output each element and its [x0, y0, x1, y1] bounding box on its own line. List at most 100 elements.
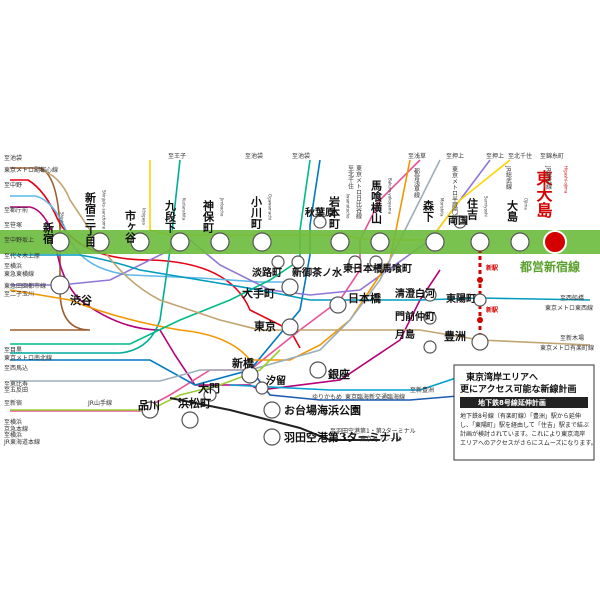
station-circle-ryogoku [453, 215, 467, 229]
dest-left-3: 至都庁前 [4, 206, 28, 214]
new-station-marker-2 [477, 317, 483, 323]
label-akihabara: 秋葉原 [305, 206, 335, 219]
station-circle-bakuro-yokoyama [370, 232, 390, 252]
dest-top-8: 東京メトロ半蔵門線 [451, 165, 458, 220]
note-title-2: 更にアクセス可能な新線計画 [460, 383, 577, 395]
dest-left-16: 至五反田 [4, 386, 28, 394]
label-hamamatsucho: 浜松町 [178, 396, 211, 410]
station-circle-higashi-ojima [543, 230, 567, 254]
note-subtitle: 地下鉄8号線延伸計画 [478, 398, 546, 407]
shinjuku-line-name: 都営新宿線 [519, 259, 580, 274]
station-circle-shiodome [255, 381, 269, 395]
line-monorail [169, 397, 380, 441]
station-circle-shinjuku [50, 232, 70, 252]
note-body-1: し、「東陽町」駅を経由して「住吉」駅まで結ぶ [460, 421, 589, 429]
note-title-1: 東京湾岸エリアへ [466, 371, 538, 383]
label-iwamotocho: 岩本町 [328, 195, 342, 230]
label-shimbashi: 新橋 [232, 356, 255, 370]
station-circle-sumiyoshi [470, 232, 490, 252]
station-circle-shin-ochanomizu [291, 255, 305, 269]
romaji-kudanshita: Kudanshita [182, 198, 187, 221]
romaji-jimbocho: Jimbocho [220, 197, 225, 217]
note-body-3: エリアへのアクセスがさらにスムーズになります。 [460, 439, 597, 447]
label-sumiyoshi: 住吉 [466, 197, 479, 221]
station-circle-higashi-nihombashi [348, 255, 362, 269]
label-higashi-ojima: 東大島 [534, 169, 553, 219]
other-stations [50, 215, 489, 446]
dest-left-2: 至中野 [4, 181, 22, 189]
dest-left-20: 至横浜 [4, 431, 22, 439]
new-station-label-1: 新駅 [486, 264, 499, 272]
dest-left-0: 至池袋 [4, 154, 22, 162]
line-namboku [10, 159, 181, 354]
dest-top-7: 至押上 [446, 152, 464, 160]
other-labels: 秋葉原 両国 淡路町 新御茶ノ水 東日本橋 馬喰町 大手町 日本橋 清澄白河 門… [70, 206, 476, 444]
dest-left-7: 至横浜 [4, 262, 22, 270]
dest-top-12: 至錦糸町 [540, 152, 564, 160]
dest-left-21: JR東海道本線 [3, 438, 40, 446]
label-shinjuku-sanchome: 新宿三丁目 [84, 191, 97, 248]
station-circle-ginza [309, 361, 327, 379]
station-circle-akihabara [313, 215, 327, 229]
line-yurakucho [39, 169, 591, 346]
shinjuku-line-stations [50, 232, 530, 252]
label-bakurocho: 馬喰町 [382, 262, 412, 275]
station-circle-ogawamachi [252, 232, 272, 252]
label-otemachi: 大手町 [242, 286, 275, 300]
station-circle-tokyo [281, 318, 299, 336]
station-circle-toyocho [473, 293, 487, 307]
station-circle-monzen [423, 311, 437, 325]
label-toyocho: 東陽町 [446, 292, 476, 305]
label-odaiba: お台場海浜公園 [284, 403, 361, 417]
station-circle-odaiba [263, 401, 281, 419]
dest-left-4: 至笹塚 [4, 221, 22, 229]
romaji-shinjuku-sanchome: Shinjuku-sanchome [102, 190, 107, 230]
dest-top-13: JR総武線 [545, 165, 552, 190]
dest-top-9: 至押上 [486, 152, 504, 160]
note-body-2: 計画が検討されています。これにより東京湾岸 [460, 430, 585, 438]
shinjuku-line-labels: 新宿 新宿三丁目 市ヶ谷 九段下 神保町 小川町 岩本町 馬喰横山 森下 住吉 … [42, 169, 553, 248]
dest-top-1: 至池袋 [245, 152, 263, 160]
label-haneda-t3: 羽田空港第3ターミナル [284, 430, 402, 444]
romaji-iwamotocho: Iwamotocho [346, 194, 351, 219]
station-circle-tsukishima [423, 340, 437, 354]
label-toyosu: 豊洲 [444, 329, 466, 343]
dest-bottom-1: 東京モノレール [360, 435, 402, 443]
dest-left-18: 京急本線 [4, 425, 28, 433]
station-circle-shinjuku-sanchome [90, 232, 110, 252]
label-bakuro-yokoyama: 馬喰横山 [370, 180, 383, 225]
romaji-ojima: Ojima [524, 198, 529, 210]
dest-left-19: JR山手線 [87, 399, 112, 407]
label-nihombashi: 日本橋 [348, 291, 382, 305]
romaji-higashi-ojima: Higashi-ojima [564, 166, 569, 194]
station-circle-awajicho [271, 255, 285, 269]
station-circle-haneda [263, 428, 281, 446]
line-oedo [10, 206, 441, 391]
station-circle-kudanshita [170, 232, 190, 252]
label-ogawamachi: 小川町 [250, 195, 264, 230]
label-daimon: 大門 [198, 381, 220, 395]
label-awajicho: 淡路町 [252, 266, 282, 279]
dest-left-1: 東京メトロ副都心線 [4, 166, 58, 174]
dest-left-8: 東急東横線 [4, 270, 34, 278]
station-circle-toyosu [471, 333, 489, 351]
note-subtitle-bg [460, 397, 588, 408]
station-circle-otemachi [281, 278, 299, 296]
label-ojima: 大島 [506, 199, 519, 223]
dest-left-11: 至目黒 [4, 347, 22, 354]
station-circle-daimon [203, 388, 217, 402]
station-circle-ojima [510, 232, 530, 252]
label-shinjuku: 新宿 [42, 221, 55, 245]
dest-left-17: 至横浜 [4, 418, 22, 426]
romaji-shinjuku: Shinjuku [60, 212, 65, 230]
label-morishita: 森下 [422, 199, 435, 223]
dest-left-5: 至中野坂上 [4, 236, 34, 244]
line-yamanote [10, 349, 281, 411]
dest-top-6: 都営浅草線 [413, 167, 420, 198]
label-ryogoku: 両国 [448, 215, 468, 227]
dest-left-12: 東京メトロ南北線 [4, 354, 52, 362]
dest-right-2: 至新木場 [560, 334, 584, 342]
romaji-morishita: Morishita [440, 198, 445, 217]
line-rinkai [229, 369, 481, 391]
